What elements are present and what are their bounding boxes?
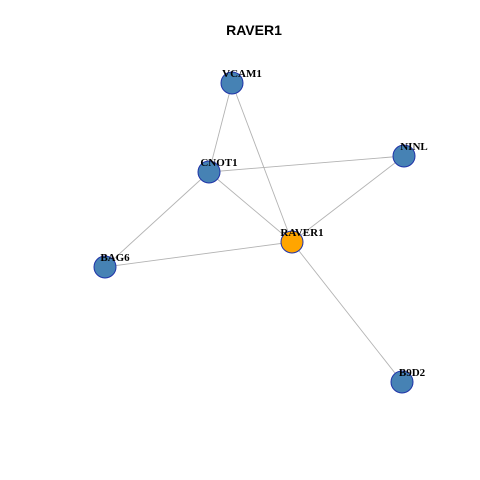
node-vcam1 xyxy=(220,71,244,95)
node-cnot1 xyxy=(197,160,221,184)
node-label-vcam1: VCAM1 xyxy=(222,68,262,80)
edges-layer xyxy=(104,82,405,383)
edge-cnot1-raver1 xyxy=(208,171,293,243)
node-label-raver1: RAVER1 xyxy=(280,227,323,239)
node-label-cnot1: CNOT1 xyxy=(200,157,237,169)
edge-vcam1-raver1 xyxy=(231,82,293,243)
edge-cnot1-ninl xyxy=(208,155,405,173)
edge-raver1-b9d2 xyxy=(291,241,403,383)
diagram-title: RAVER1 xyxy=(226,22,282,38)
edge-cnot1-bag6 xyxy=(104,171,210,268)
node-label-bag6: BAG6 xyxy=(100,252,130,264)
nodes-layer xyxy=(93,71,416,394)
node-bag6 xyxy=(93,255,117,279)
node-label-b9d2: B9D2 xyxy=(399,367,426,379)
node-b9d2 xyxy=(390,370,414,394)
node-ninl xyxy=(392,144,416,168)
edge-bag6-raver1 xyxy=(104,241,293,268)
edge-ninl-raver1 xyxy=(291,155,405,243)
node-raver1 xyxy=(280,230,304,254)
node-label-ninl: NINL xyxy=(400,141,428,153)
edge-vcam1-cnot1 xyxy=(208,82,233,173)
